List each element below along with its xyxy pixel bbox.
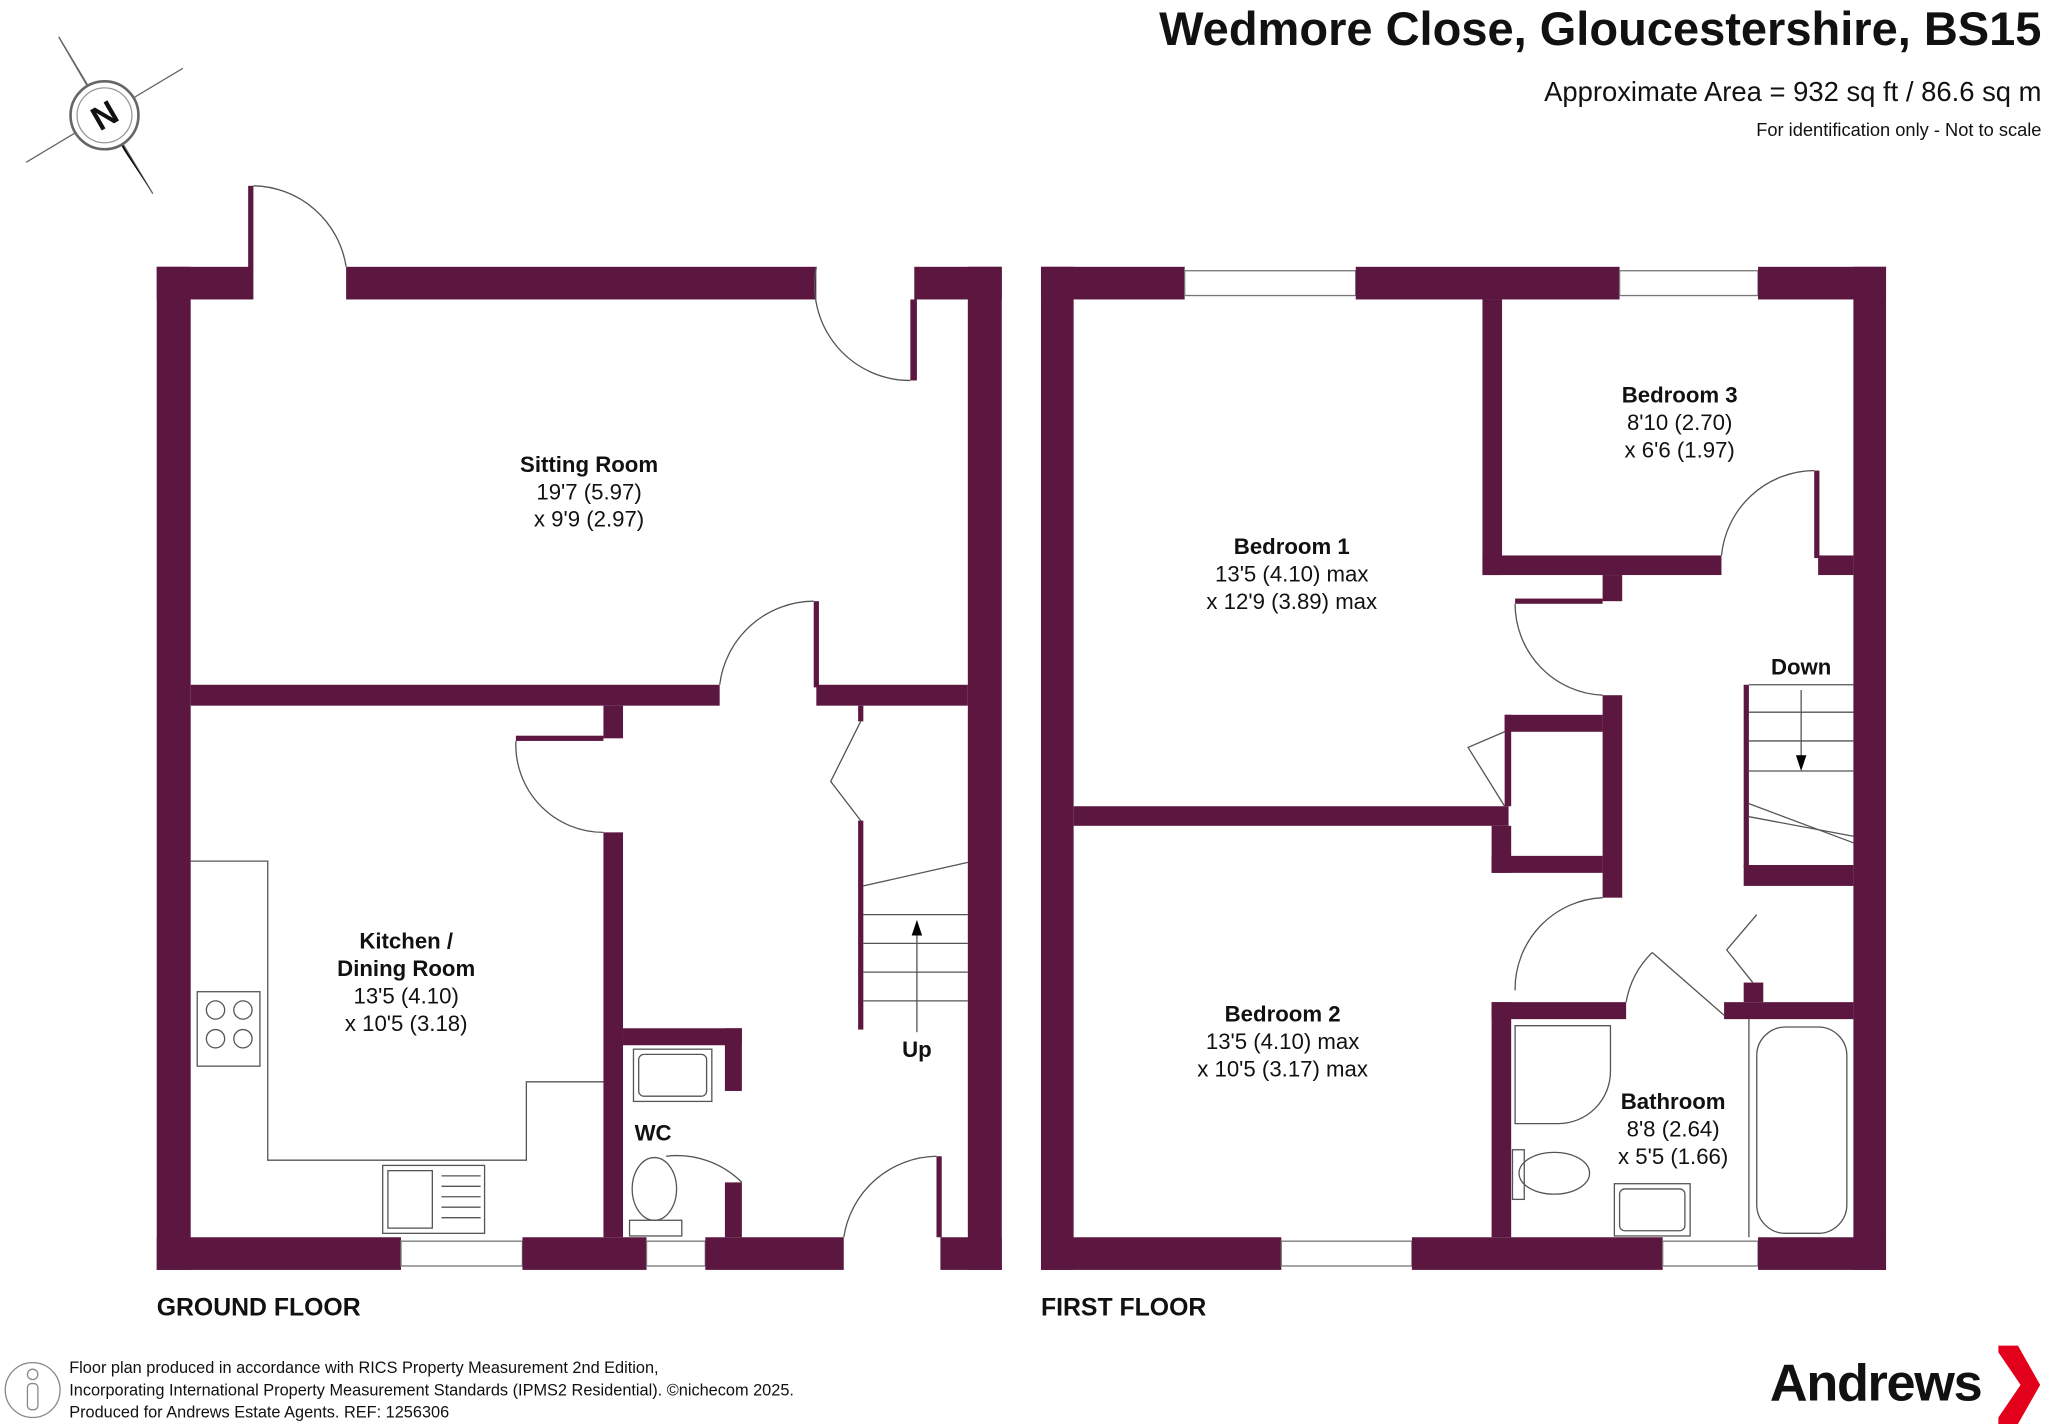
- brand-name: Andrews: [1770, 1355, 1981, 1413]
- compass-icon: N: [25, 36, 184, 195]
- bedroom2-dim1: 13'5 (4.10) max: [1206, 1029, 1359, 1054]
- bathroom-name: Bathroom: [1621, 1089, 1726, 1114]
- bedroom3-name: Bedroom 3: [1622, 383, 1738, 408]
- bathroom-dim1: 8'8 (2.64): [1627, 1117, 1720, 1142]
- bedroom1-name: Bedroom 1: [1234, 534, 1350, 559]
- first-floor-plan: [1040, 266, 1887, 1270]
- bedroom3-dim1: 8'10 (2.70): [1627, 410, 1732, 435]
- bathroom-dim2: x 5'5 (1.66): [1618, 1144, 1728, 1169]
- footer-line-1: Floor plan produced in accordance with R…: [69, 1359, 658, 1377]
- sitting-room-dim1: 19'7 (5.97): [536, 479, 641, 504]
- ground-floor-plan: [156, 185, 1002, 1270]
- wc-name: WC: [635, 1121, 672, 1146]
- approximate-area: Approximate Area = 932 sq ft / 86.6 sq m: [1544, 76, 2041, 107]
- footer-line-2: Incorporating International Property Mea…: [69, 1381, 794, 1399]
- kitchen-name: Kitchen /: [359, 929, 453, 954]
- kitchen-name-2: Dining Room: [337, 956, 475, 981]
- bedroom1-dim1: 13'5 (4.10) max: [1215, 562, 1368, 587]
- stairs-down-label: Down: [1771, 654, 1831, 679]
- bedroom3-dim2: x 6'6 (1.97): [1625, 438, 1735, 463]
- info-icon: [4, 1361, 61, 1419]
- room-labels: Sitting Room 19'7 (5.97) x 9'9 (2.97) Ki…: [157, 383, 1832, 1322]
- stairs-up-label: Up: [902, 1037, 932, 1062]
- sitting-room-name: Sitting Room: [520, 452, 658, 477]
- andrews-logo: Andrews: [1770, 1345, 2041, 1425]
- ground-floor-label: GROUND FLOOR: [157, 1295, 361, 1322]
- first-floor-label: FIRST FLOOR: [1041, 1295, 1206, 1322]
- kitchen-dim1: 13'5 (4.10): [354, 983, 459, 1008]
- bedroom2-dim2: x 10'5 (3.17) max: [1197, 1057, 1368, 1082]
- sitting-room-dim2: x 9'9 (2.97): [534, 507, 644, 532]
- bedroom2-name: Bedroom 2: [1225, 1002, 1341, 1027]
- kitchen-dim2: x 10'5 (3.18): [345, 1011, 468, 1036]
- property-title: Wedmore Close, Gloucestershire, BS15: [1159, 2, 2041, 55]
- footer-line-3: Produced for Andrews Estate Agents. REF:…: [69, 1404, 449, 1422]
- bedroom1-dim2: x 12'9 (3.89) max: [1206, 589, 1377, 614]
- disclaimer: For identification only - Not to scale: [1756, 119, 2041, 140]
